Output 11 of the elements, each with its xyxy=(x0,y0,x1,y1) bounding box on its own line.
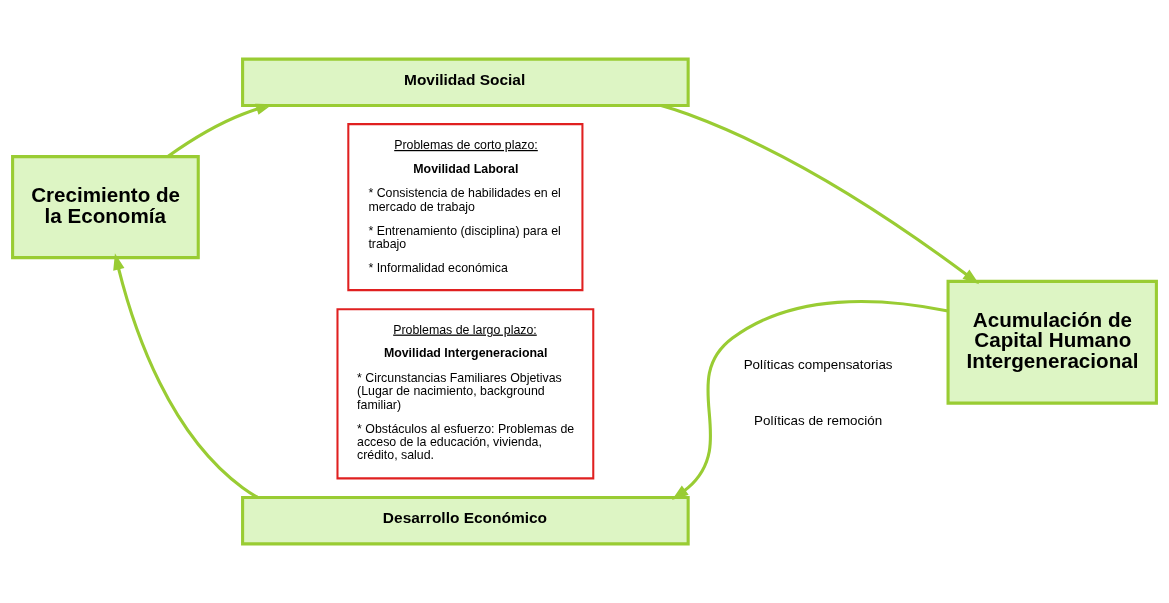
label: Políticas de remoción xyxy=(754,413,883,429)
node-box: Problemas de corto plazo: Movilidad Laboral * Consistencia de habilidades en el mercado de trabajo * Entrenamiento (disciplina) para el trabajo * Informalidad económica xyxy=(347,123,584,292)
arrow xyxy=(113,253,259,499)
node-box: Acumulación de Capital Humano Intergeneracional xyxy=(946,279,1158,405)
node-box: Desarrollo Económico xyxy=(241,495,690,546)
arrow xyxy=(660,104,980,285)
node-box: Movilidad Social xyxy=(241,57,690,108)
arrow xyxy=(671,300,949,500)
label: Políticas compensatorias xyxy=(743,357,893,373)
node-box: Problemas de largo plazo: Movilidad Intergeneracional * Circunstancias Familiares Objetivas (Lugar de nacimiento, background familiar) * Obstáculos al esfuerzo: Problemas de acceso de la educación, vivienda, crédito, salud. xyxy=(336,308,595,480)
node-box: Crecimiento de la Economía xyxy=(11,155,200,260)
